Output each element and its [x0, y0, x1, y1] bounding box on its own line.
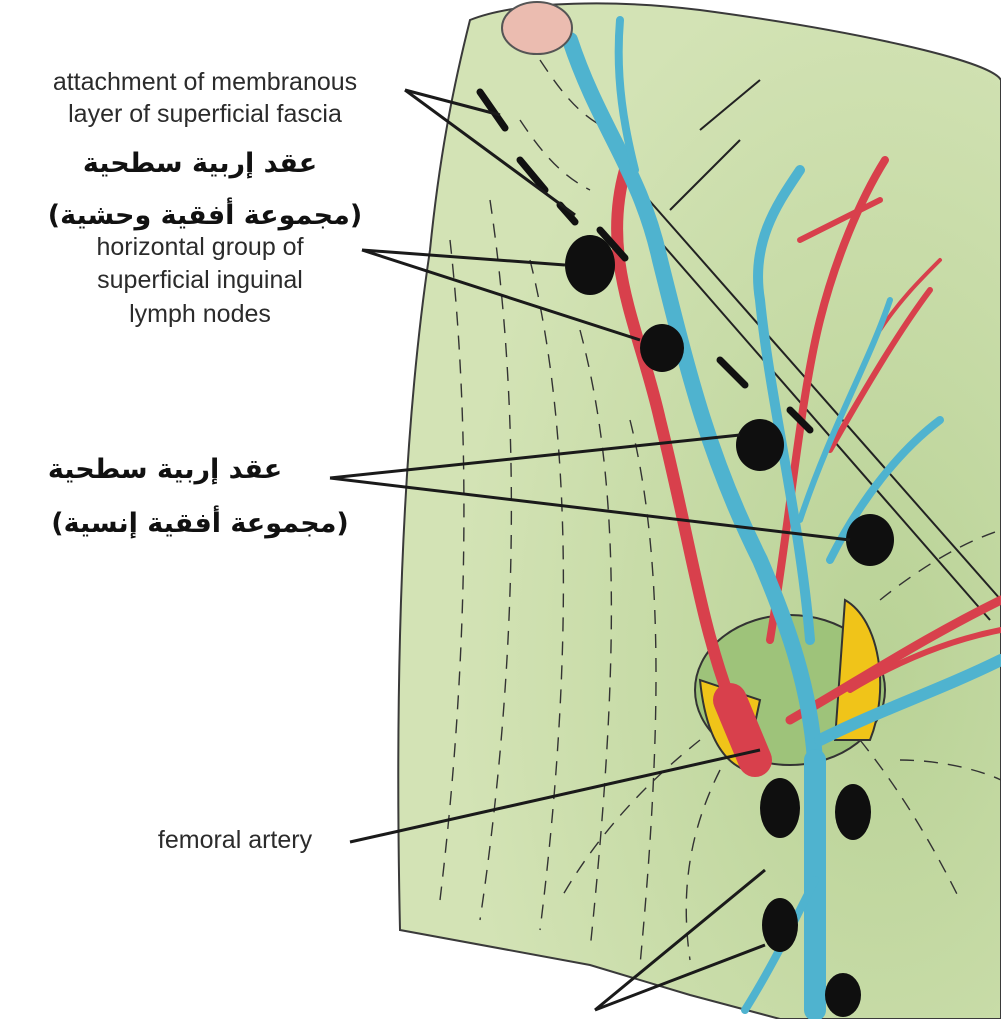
- label-horizontal-line2: superficial inguinal: [30, 266, 370, 294]
- label-femoral-artery: femoral artery: [125, 826, 345, 854]
- label-arabic-lateral-line2: (مجموعة أفقية وحشية): [5, 200, 405, 231]
- label-membranous-line2: layer of superficial fascia: [10, 100, 400, 128]
- label-horizontal-line1: horizontal group of: [30, 233, 370, 261]
- pubic-tubercle: [502, 2, 572, 54]
- label-membranous-line1: attachment of membranous: [10, 68, 400, 96]
- superficial-fascia-region: [398, 3, 1001, 1019]
- label-horizontal-line3: lymph nodes: [30, 300, 370, 328]
- label-arabic-medial-line2: (مجموعة أفقية إنسية): [25, 508, 375, 539]
- label-arabic-lateral-line1: عقد إربية سطحية: [40, 148, 360, 179]
- label-arabic-medial-line1: عقد إربية سطحية: [0, 454, 330, 485]
